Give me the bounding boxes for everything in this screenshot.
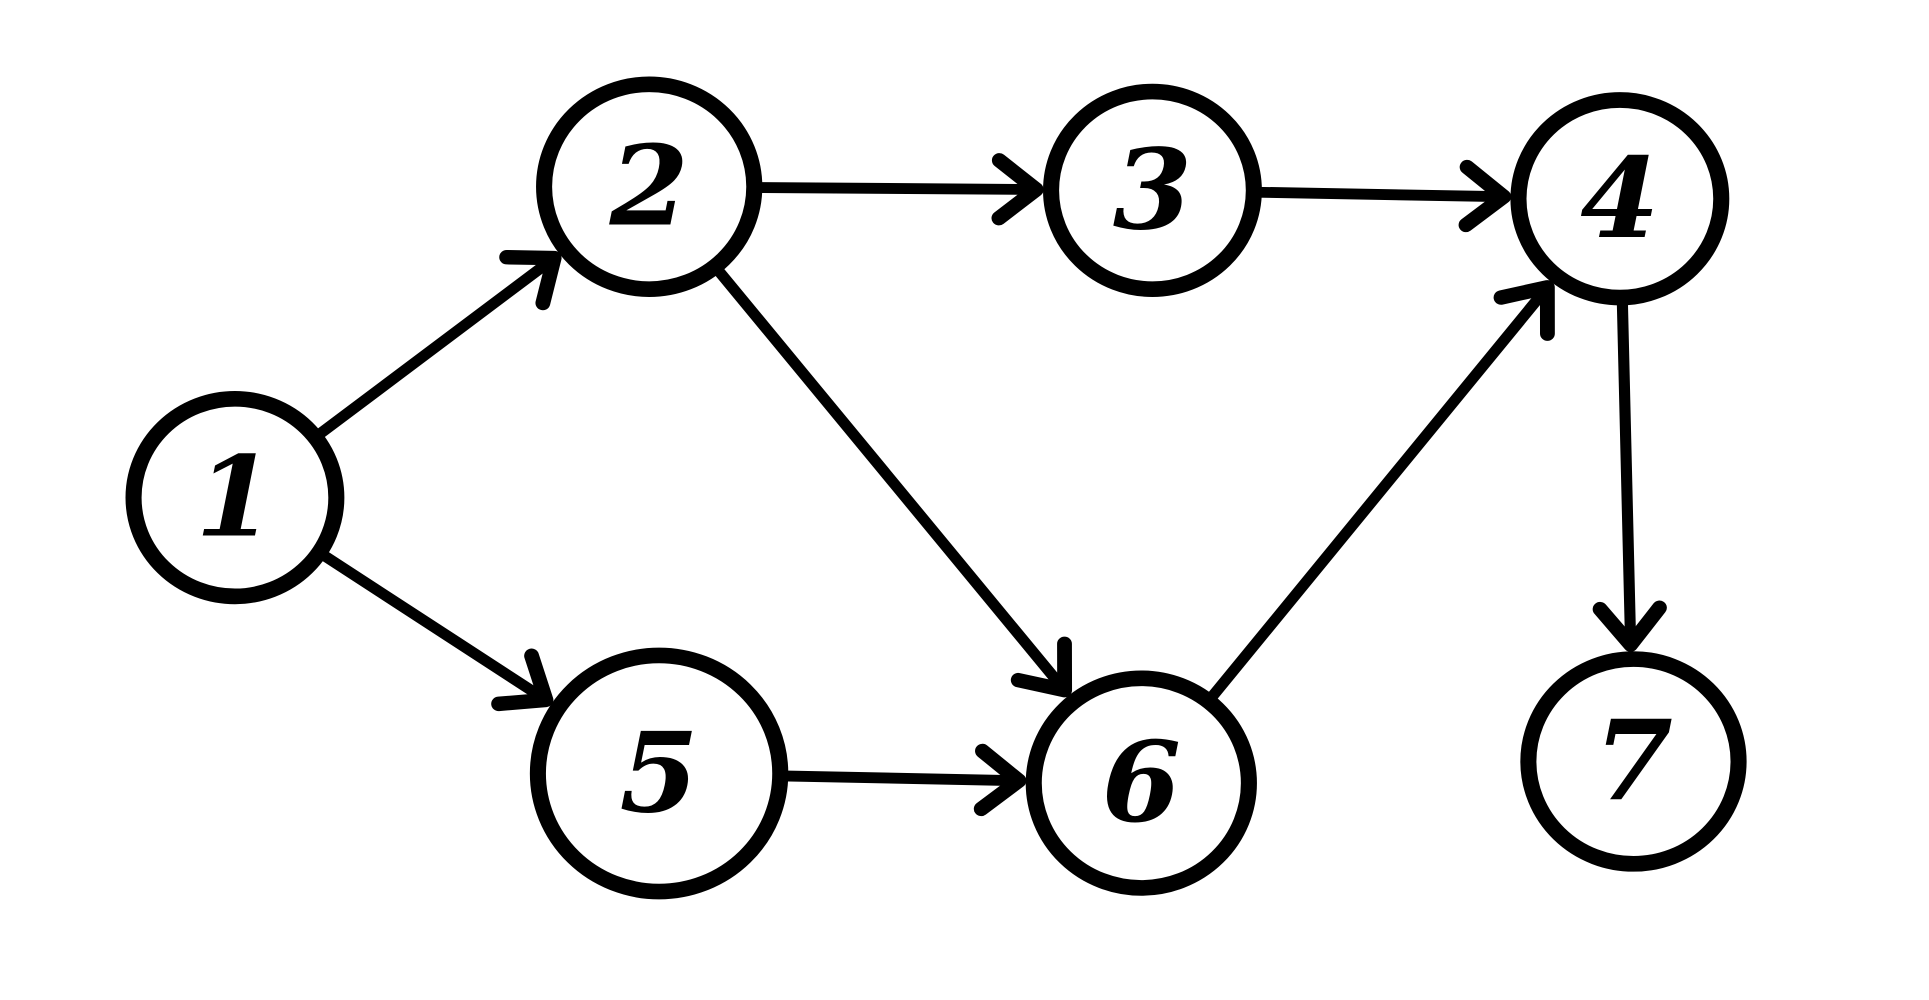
node-label: 1 [195, 433, 274, 562]
edge-line [1250, 186, 1510, 203]
edge-1-to-5 [315, 548, 554, 712]
node-label: 3 [1113, 126, 1192, 255]
edge-line [1204, 281, 1553, 705]
node-2: 2 [536, 76, 763, 297]
edge-4-to-7 [1592, 294, 1667, 652]
arrowhead-icon [499, 249, 562, 311]
node-4: 4 [1510, 92, 1730, 306]
node-label: 5 [620, 709, 699, 838]
node-5: 5 [529, 647, 789, 900]
edge-line [315, 548, 552, 706]
node-circle [1043, 83, 1262, 297]
node-3: 3 [1043, 83, 1262, 297]
node-label: 6 [1102, 718, 1181, 847]
arrowhead-icon [491, 648, 554, 712]
edge-line [711, 263, 1071, 696]
arrowhead-icon [1458, 159, 1512, 233]
edge-5-to-6 [777, 743, 1027, 817]
edge-2-to-6 [711, 263, 1073, 698]
arrowhead-icon [1010, 636, 1073, 698]
node-circle [1520, 651, 1747, 872]
node-label: 7 [1594, 697, 1673, 826]
node-1: 1 [125, 390, 345, 605]
edge-line [1616, 294, 1637, 651]
edge-line [311, 252, 560, 442]
edge-line [777, 770, 1025, 787]
edge-1-to-2 [311, 249, 562, 442]
node-label: 2 [609, 122, 689, 251]
edge-6-to-4 [1204, 280, 1555, 705]
edge-3-to-4 [1250, 159, 1512, 233]
arrowhead-icon [1493, 280, 1555, 341]
node-label: 4 [1580, 134, 1659, 263]
edge-2-to-3 [751, 153, 1044, 226]
node-circle [536, 76, 763, 297]
arrowhead-icon [973, 743, 1027, 817]
node-circle [1510, 92, 1730, 306]
node-6: 6 [1025, 670, 1257, 896]
node-7: 7 [1520, 651, 1747, 872]
node-circle [529, 647, 789, 900]
arrowhead-icon [1592, 600, 1667, 652]
node-circle [125, 390, 345, 605]
arrowhead-icon [991, 153, 1044, 226]
edge-line [751, 182, 1042, 195]
node-circle [1025, 670, 1257, 896]
